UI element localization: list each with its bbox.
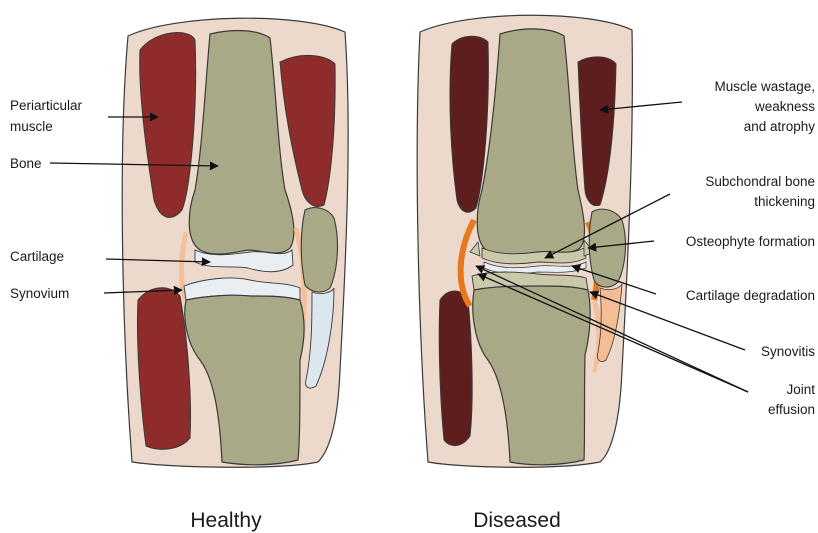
diseased-knee xyxy=(417,15,632,467)
healthy-muscle-lower-left xyxy=(137,288,190,449)
label-subchondral-line2: thickening xyxy=(754,194,815,209)
diseased-patella xyxy=(589,209,625,287)
label-muscle-line1: Muscle wastage, xyxy=(714,79,815,94)
label-synovitis: Synovitis xyxy=(761,344,815,359)
label-subchondral-line1: Subchondral bone xyxy=(705,174,815,189)
caption-healthy: Healthy xyxy=(190,509,262,532)
label-effusion-line2: effusion xyxy=(768,402,815,417)
label-periarticular-line2: muscle xyxy=(10,119,53,134)
label-bone: Bone xyxy=(10,156,42,171)
label-synovium: Synovium xyxy=(10,286,69,301)
label-cartilage-degradation: Cartilage degradation xyxy=(686,288,815,303)
label-cartilage: Cartilage xyxy=(10,249,64,264)
label-muscle-line2: weakness xyxy=(754,99,815,114)
caption-diseased: Diseased xyxy=(473,509,561,532)
label-effusion-line1: Joint xyxy=(786,382,815,397)
label-periarticular-line1: Periarticular xyxy=(10,98,83,113)
healthy-knee xyxy=(122,18,348,467)
diseased-muscle-lower-left xyxy=(439,291,472,446)
label-osteophyte: Osteophyte formation xyxy=(686,234,815,249)
healthy-patella xyxy=(301,208,337,292)
label-muscle-line3: and atrophy xyxy=(744,119,816,134)
